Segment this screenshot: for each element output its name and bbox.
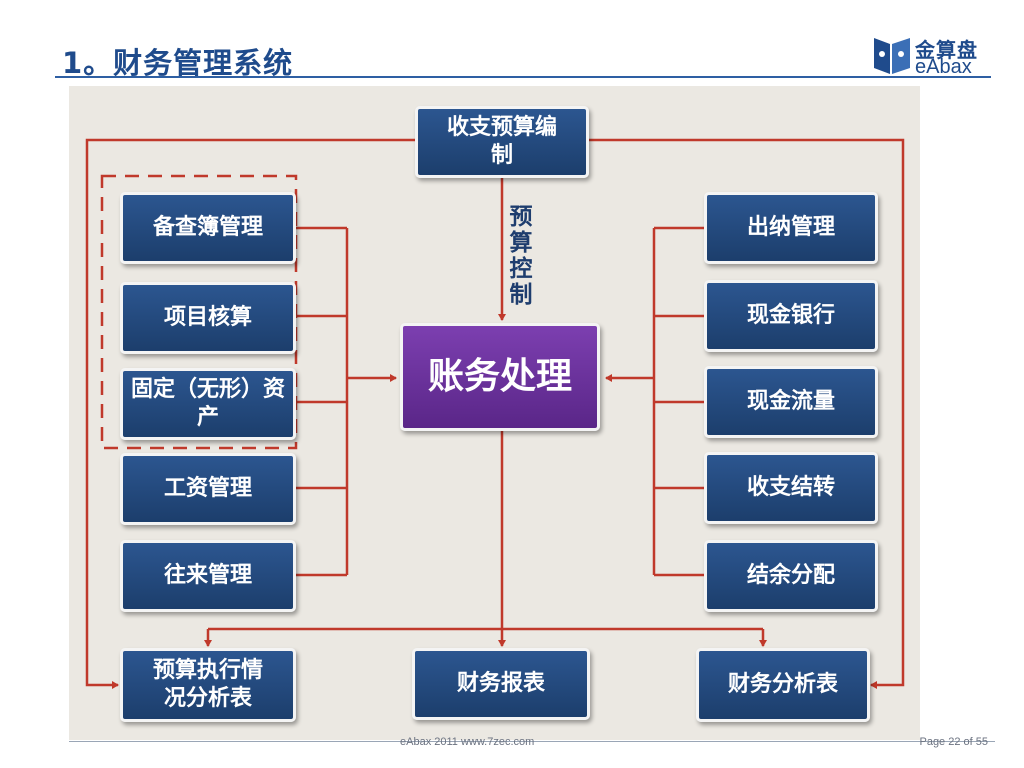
footer-copyright: eAbax 2011 www.7zec.com <box>400 736 535 748</box>
center-box-accounting: 账务处理 <box>400 323 600 431</box>
bottom-box-financial-report: 财务报表 <box>412 648 590 720</box>
dashed-group-outline <box>100 174 298 450</box>
left-box-5: 往来管理 <box>120 540 296 612</box>
logo-chinese: 金算盘 <box>915 38 978 62</box>
arrow-top-to-left-bottom <box>85 138 417 689</box>
arrow-top-to-right-bottom <box>587 138 905 689</box>
right-box-1: 出纳管理 <box>704 192 878 264</box>
left-box-4: 工资管理 <box>120 453 296 525</box>
logo-english: eAbax <box>915 56 972 78</box>
left-box-2: 项目核算 <box>120 282 296 354</box>
left-box-3: 固定（无形）资产 <box>120 368 296 440</box>
right-box-2: 现金银行 <box>704 280 878 352</box>
title-underline <box>55 76 991 78</box>
bottom-box-budget-analysis: 预算执行情况分析表 <box>120 648 296 722</box>
logo: 金算盘 eAbax <box>872 32 992 80</box>
right-box-5: 结余分配 <box>704 540 878 612</box>
footer-rule <box>69 741 995 742</box>
budget-control-label: 预算控制 <box>509 204 533 308</box>
right-box-4: 收支结转 <box>704 452 878 524</box>
left-box-1: 备查簿管理 <box>120 192 296 264</box>
right-box-3: 现金流量 <box>704 366 878 438</box>
top-box-budget: 收支预算编制 <box>415 106 589 178</box>
page-number: Page 22 of 55 <box>919 736 988 748</box>
bottom-box-financial-analysis: 财务分析表 <box>696 648 870 722</box>
abacus-logo-icon <box>874 38 910 74</box>
page-title: 1。财务管理系统 <box>62 46 294 80</box>
